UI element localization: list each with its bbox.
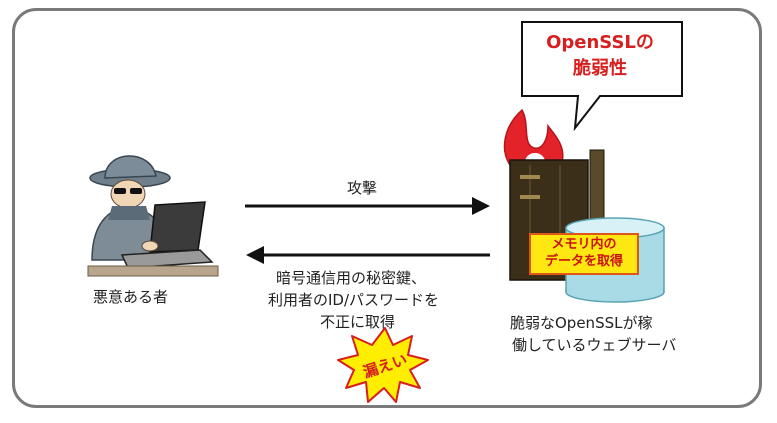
- leak-description-line-3: 不正に取得: [320, 313, 396, 331]
- memory-label-line-2: データを取得: [544, 254, 623, 269]
- vulnerability-callout: [521, 21, 683, 132]
- memory-label-line-1: メモリ内の: [551, 237, 617, 252]
- memory-label-box: [529, 233, 639, 275]
- server-label-line-2: 働しているウェブサーバ: [512, 336, 677, 354]
- attacker-illustration: [87, 155, 219, 277]
- leak-description-line-1: 暗号通信用の秘密鍵、: [276, 269, 427, 287]
- leak-description-line-2: 利用者のID/パスワードを: [268, 291, 440, 309]
- vulnerability-callout-text: OpenSSLの 脆弱性: [526, 30, 674, 82]
- leak-arrow: [246, 246, 490, 264]
- attacker-label: 悪意ある者: [93, 288, 169, 306]
- callout-line-2: 脆弱性: [573, 58, 627, 79]
- memory-label: メモリ内の データを取得: [532, 236, 636, 270]
- server-label-line-1: 脆弱なOpenSSLが稼: [510, 314, 653, 332]
- callout-line-1: OpenSSLの: [546, 32, 654, 53]
- attack-arrow: [245, 197, 490, 215]
- attack-label: 攻撃: [347, 179, 378, 197]
- leak-starburst-icon: [337, 327, 429, 403]
